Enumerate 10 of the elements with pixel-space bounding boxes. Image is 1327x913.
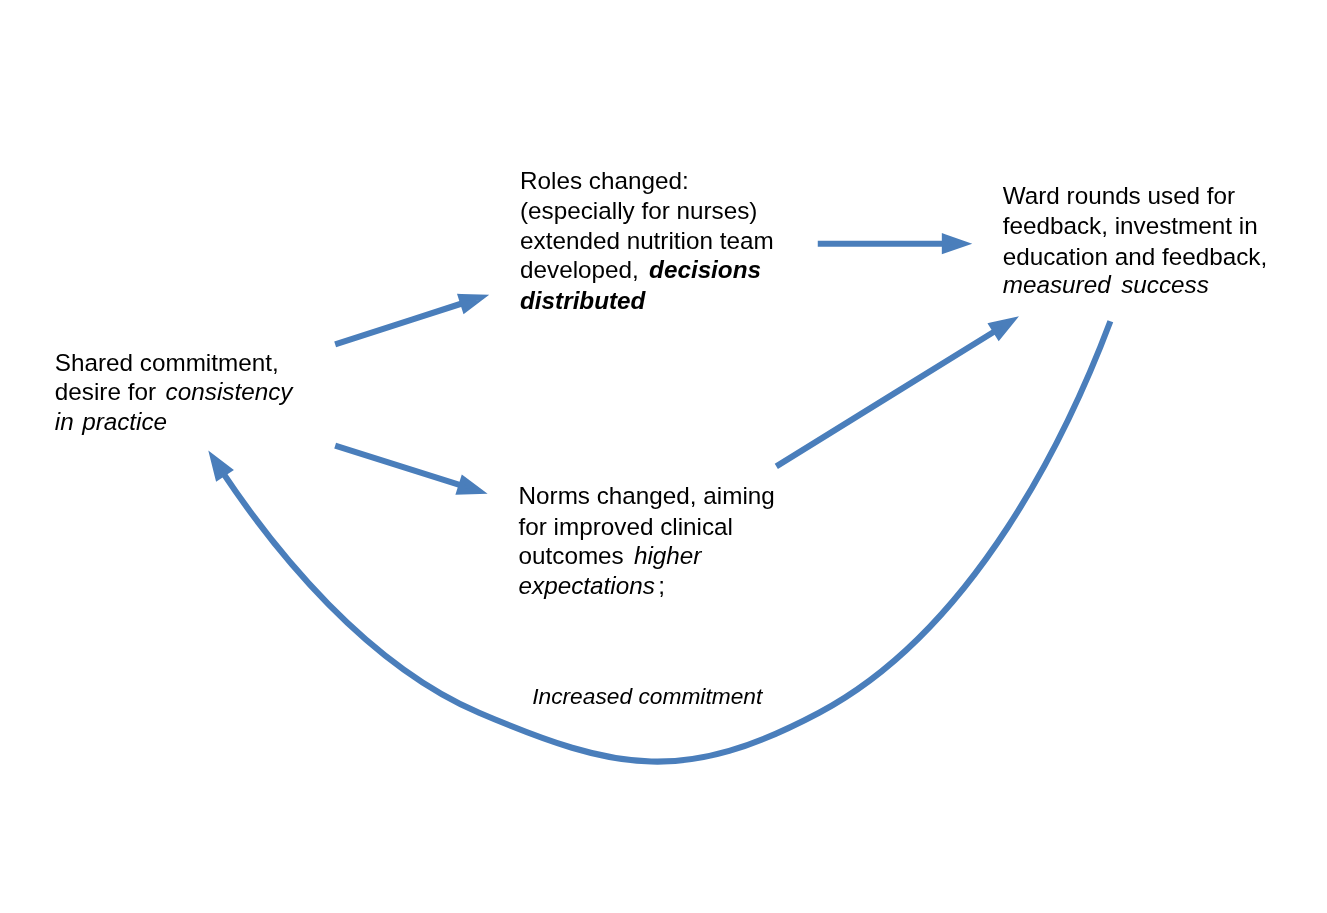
node-text: Roles changed: (especially for nurses) extended nutrition team developed, decisions distributed: [520, 166, 774, 314]
arrow: [208, 320, 1114, 765]
edge-label: Increased commitment: [532, 682, 763, 709]
node-text: Norms changed, aiming for improved clinical outcomes higher expectations;: [518, 482, 775, 599]
arrow: [817, 233, 973, 255]
arrow: [774, 316, 1019, 469]
node-text: Ward rounds used for feedback, investment in education and feedback, measured success: [1002, 181, 1268, 299]
node-text: Shared commitment, desire for consistency in practice: [54, 348, 293, 436]
arrow: [334, 293, 490, 348]
arrow: [334, 442, 488, 495]
